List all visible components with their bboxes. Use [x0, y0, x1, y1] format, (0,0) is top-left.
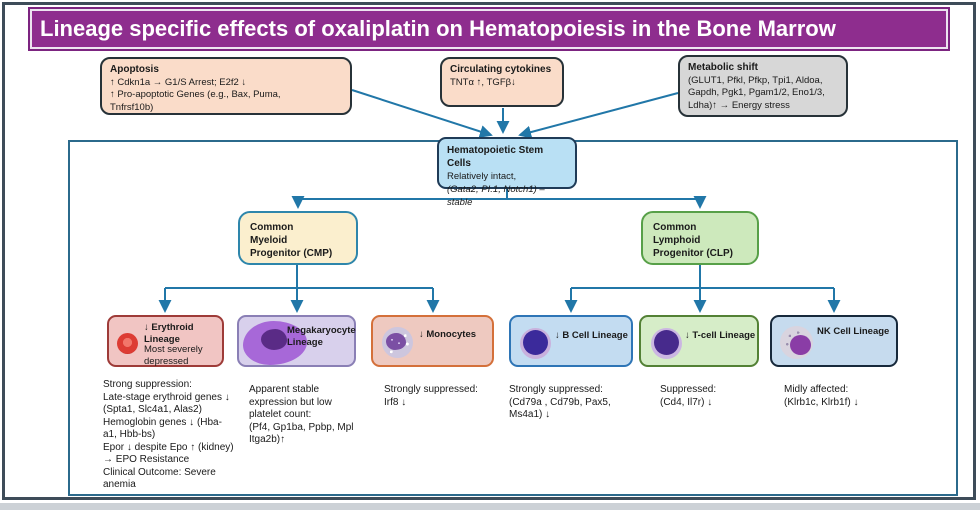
erythroid-sub: Most severely depressed — [144, 344, 203, 367]
monocytes-lineage-box: ↓ Monocytes — [371, 315, 494, 367]
cytokines-title: Circulating cytokines — [450, 64, 552, 75]
t-cell-note: Suppressed:(Cd4, Il7r) ↓ — [660, 384, 717, 408]
monocytes-note: Strongly suppressed:Irf8 ↓ — [384, 384, 478, 408]
metabolic-shift-title: Metabolic shift — [688, 62, 759, 73]
cytokines-text: TNTα ↑, TGFβ↓ — [450, 76, 516, 88]
hsc-line2: Relatively intact, — [447, 171, 517, 182]
erythroid-note: Strong suppression:Late-stage erythroid … — [103, 379, 234, 490]
apoptosis-text: ↑ Cdkn1a → G1/S Arrest; E2f2 ↓↑ Pro-apop… — [110, 76, 281, 113]
apoptosis-title: Apoptosis — [110, 64, 159, 75]
nk-cell-nucleus-icon — [790, 335, 811, 355]
nk-cell-label: NK Cell Lineage — [817, 326, 890, 337]
b-cell-label: ↓ B Cell Lineage — [555, 330, 628, 341]
b-cell-nucleus-icon — [523, 330, 548, 355]
nk-cell-lineage-box: NK Cell Lineage — [770, 315, 898, 367]
megakaryocyte-label: Megakaryocyte Lineage — [287, 325, 356, 348]
monocyte-nucleus-icon — [386, 333, 406, 350]
metabolic-shift-box: Metabolic shift (GLUT1, Pfkl, Pfkp, Tpi1… — [678, 55, 848, 117]
hsc-title: Hematopoietic Stem Cells — [447, 145, 544, 169]
title-banner: Lineage specific effects of oxaliplatin … — [30, 9, 948, 49]
metabolic-shift-text: (GLUT1, Pfkl, Pfkp, Tpi1, Aldoa,Gapdh, P… — [688, 74, 825, 111]
erythroid-label: ↓ Erythroid Lineage — [144, 322, 194, 345]
megakaryocyte-nucleus-icon — [261, 329, 287, 350]
b-cell-lineage-box: ↓ B Cell Lineage — [509, 315, 633, 367]
page-title: Lineage specific effects of oxaliplatin … — [40, 16, 836, 41]
hsc-line3: (Gata2, PI.1, Notch1) – stable — [447, 184, 545, 208]
b-cell-note: Strongly suppressed:(Cd79a , Cd79b, Pax5… — [509, 384, 611, 420]
cytokines-box: Circulating cytokines TNTα ↑, TGFβ↓ — [440, 57, 564, 107]
hsc-box: Hematopoietic Stem Cells Relatively inta… — [437, 137, 577, 208]
red-blood-cell-icon — [117, 333, 138, 354]
monocytes-label: ↓ Monocytes — [419, 329, 477, 340]
t-cell-nucleus-icon — [654, 330, 679, 355]
t-cell-lineage-box: ↓ T-cell Lineage — [639, 315, 759, 367]
apoptosis-box: Apoptosis ↑ Cdkn1a → G1/S Arrest; E2f2 ↓… — [100, 57, 352, 115]
bottom-strip — [0, 503, 980, 510]
megakaryocyte-lineage-box: Megakaryocyte Lineage — [237, 315, 356, 367]
nk-cell-note: Midly affected:(Klrb1c, Klrb1f) ↓ — [784, 384, 859, 408]
t-cell-label: ↓ T-cell Lineage — [685, 330, 756, 341]
erythroid-lineage-box: ↓ Erythroid Lineage Most severely depres… — [107, 315, 224, 367]
